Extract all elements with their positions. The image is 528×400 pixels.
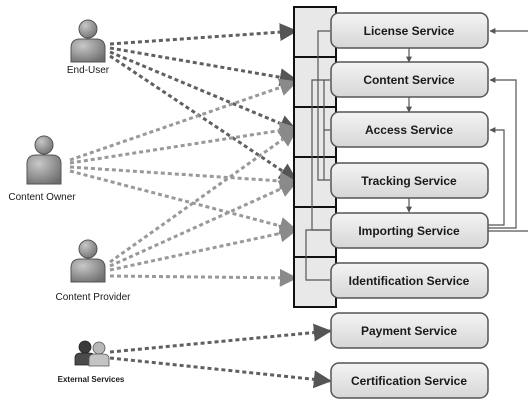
feedback-lines xyxy=(406,28,528,232)
service-payment-label: Payment Service xyxy=(361,324,457,338)
service-payment: Payment Service xyxy=(330,312,489,349)
service-identification: Identification Service xyxy=(330,262,489,299)
service-identification-label: Identification Service xyxy=(349,274,470,288)
service-bus xyxy=(293,6,337,308)
service-content: Content Service xyxy=(330,61,489,98)
service-tracking: Tracking Service xyxy=(330,162,489,199)
content-provider-actor: Content Provider xyxy=(55,239,131,303)
service-certification-label: Certification Service xyxy=(351,374,467,388)
person-icon xyxy=(26,135,62,185)
external-services-actor: External Services xyxy=(58,340,125,384)
service-importing-label: Importing Service xyxy=(358,224,460,238)
external-services-arrows xyxy=(109,323,332,389)
content-owner-label: Content Owner xyxy=(8,192,76,203)
people-group-icon xyxy=(74,340,110,367)
content-owner-actor: Content Owner xyxy=(8,135,76,203)
service-access-label: Access Service xyxy=(365,123,453,137)
person-icon xyxy=(70,19,106,63)
service-access: Access Service xyxy=(330,111,489,148)
person-icon xyxy=(70,239,106,283)
service-certification: Certification Service xyxy=(330,362,489,399)
service-importing: Importing Service xyxy=(330,212,489,249)
service-license: License Service xyxy=(330,12,489,49)
end-user-arrows xyxy=(109,23,298,182)
service-tracking-label: Tracking Service xyxy=(361,174,457,188)
end-user-label: End-User xyxy=(67,65,110,76)
service-content-label: Content Service xyxy=(363,73,455,87)
content-provider-label: Content Provider xyxy=(55,292,131,303)
content-provider-arrows xyxy=(109,128,298,287)
service-license-label: License Service xyxy=(364,24,455,38)
content-owner-arrows xyxy=(69,78,298,235)
end-user-actor: End-User xyxy=(67,19,110,76)
external-services-label: External Services xyxy=(58,375,125,384)
